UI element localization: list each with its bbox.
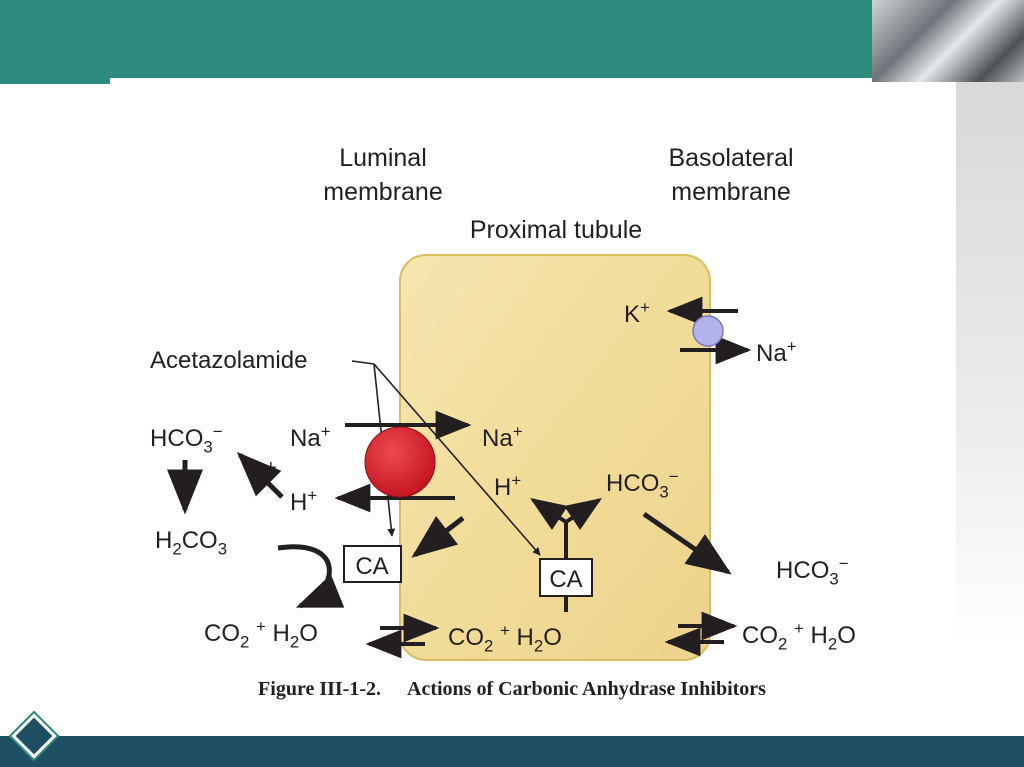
proximal-tubule-label: Proximal tubule [470, 216, 642, 244]
co2-entry-arrow [411, 516, 465, 558]
h2co3-to-co2-arrow [277, 544, 345, 609]
diagram: Luminal membrane Basolateral membrane Pr… [120, 90, 956, 710]
figure-number: Figure III-1-2. [258, 678, 382, 700]
na-h-exchanger [364, 426, 436, 498]
side-shade [956, 82, 1024, 642]
header-tab [0, 72, 110, 84]
figure-title: Actions of Carbonic Anhydrase Inhibitors [407, 678, 766, 700]
eq-lumen-label: CO2 + H2O [204, 617, 318, 652]
luminal-label-1: Luminal [339, 144, 427, 172]
hco3-cell-label: HCO3− [606, 467, 679, 502]
hco3-blood-label: HCO3− [776, 554, 849, 589]
header-photo [872, 0, 1024, 82]
eq-cell-label: CO2 + H2O [448, 621, 562, 656]
ca-lumen-label: CA [355, 553, 388, 580]
acetazolamide-leader [351, 360, 375, 365]
eq-blood-label: CO2 + H2O [742, 619, 856, 654]
acetazolamide-label: Acetazolamide [150, 347, 307, 374]
na-plus-lumen-label: Na+ [290, 422, 331, 452]
figure-caption: Figure III-1-2. Actions of Carbonic Anhyd… [0, 678, 1024, 701]
footer-band [0, 736, 1024, 767]
k-plus-label: K+ [624, 298, 650, 328]
basolateral-label-2: membrane [671, 178, 791, 206]
hco3-cell-branch [564, 498, 602, 530]
h-plus-combine-arrow [236, 451, 284, 499]
hco3-export-arrow [642, 511, 732, 575]
plus-sign: + [265, 457, 277, 479]
h-plus-lumen-label: H+ [290, 486, 317, 516]
proximal-tubule-cell [399, 254, 711, 661]
na-plus-cell-label: Na+ [482, 422, 523, 452]
na-k-pump [692, 315, 724, 347]
na-plus-baso-label: Na+ [756, 337, 797, 367]
ca-cell-label: CA [549, 566, 582, 593]
h-plus-cell-branch [530, 498, 568, 530]
h2co3-label: H2CO3 [155, 527, 227, 559]
h-plus-cell-label: H+ [494, 471, 521, 501]
ca-lumen-box [343, 545, 402, 583]
basolateral-label-1: Basolateral [668, 144, 793, 172]
header-band [0, 0, 872, 78]
hco3-lumen-label: HCO3− [150, 422, 223, 457]
luminal-label-2: membrane [323, 178, 443, 206]
acetazolamide-to-ca-cell [373, 363, 541, 556]
